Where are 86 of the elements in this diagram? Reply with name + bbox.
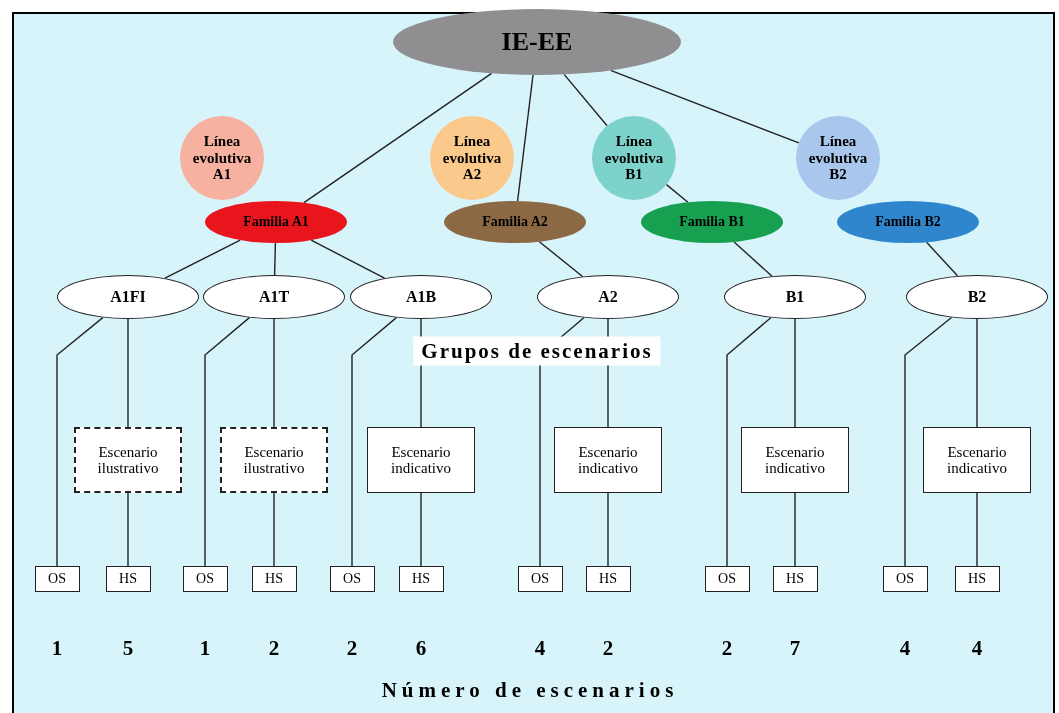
node-label: HS: [412, 571, 430, 587]
node-label: Escenario indicativo: [946, 443, 1008, 477]
node-label: Escenario indicativo: [390, 443, 452, 477]
count-value: 6: [415, 635, 427, 661]
scenario-box: [220, 427, 328, 493]
os-box: [329, 566, 375, 592]
connector-line: [925, 241, 959, 277]
hs-box: [954, 566, 1000, 592]
os-box: [704, 566, 750, 592]
connector-line: [127, 318, 129, 428]
count-value: 2: [346, 635, 358, 661]
node-label: A1FI: [110, 288, 146, 306]
node-label: OS: [196, 571, 214, 587]
connector-line: [420, 492, 422, 567]
scenario-box: [923, 427, 1031, 493]
hs-box: [772, 566, 818, 592]
hs-box: [585, 566, 631, 592]
connector-line: [794, 492, 796, 567]
connector-line: [794, 318, 796, 428]
axis-caption: Número de escenarios: [381, 677, 679, 703]
node-label: Escenario indicativo: [764, 443, 826, 477]
count-value: 1: [199, 635, 211, 661]
node-label: Familia A2: [482, 214, 548, 230]
node-label: A1T: [258, 288, 290, 306]
connector-line: [607, 492, 609, 567]
node-label: B1: [785, 288, 805, 306]
os-box: [517, 566, 563, 592]
connector-line: [273, 492, 275, 567]
connector-line: [665, 183, 689, 203]
node-label: Escenario ilustrativo: [96, 443, 160, 477]
node-label: HS: [968, 571, 986, 587]
connector-line: [726, 317, 772, 567]
node-label: IE-EE: [501, 27, 573, 57]
node-label: Familia B2: [875, 214, 941, 230]
node-label: Escenario ilustrativo: [242, 443, 306, 477]
node-label: OS: [531, 571, 549, 587]
hs-box: [398, 566, 444, 592]
node-label: Escenario indicativo: [577, 443, 639, 477]
node-label: OS: [48, 571, 66, 587]
connector-line: [976, 318, 978, 428]
section-heading: Grupos de escenarios: [413, 336, 661, 366]
node-label: HS: [599, 571, 617, 587]
connector-line: [516, 74, 534, 202]
node-label: Familia B1: [679, 214, 745, 230]
scenario-box: [554, 427, 662, 493]
node-label: Línea evolutiva B1: [603, 133, 665, 183]
connector-line: [273, 242, 277, 276]
count-value: 4: [971, 635, 983, 661]
hs-box: [105, 566, 151, 592]
connector-line: [127, 492, 129, 567]
node-label: Línea evolutiva A1: [191, 133, 253, 183]
hs-box: [251, 566, 297, 592]
count-value: 4: [534, 635, 546, 661]
connector-line: [976, 492, 978, 567]
node-label: HS: [119, 571, 137, 587]
count-value: 5: [122, 635, 134, 661]
node-label: OS: [343, 571, 361, 587]
node-label: HS: [265, 571, 283, 587]
connector-line: [273, 318, 275, 428]
count-value: 4: [899, 635, 911, 661]
node-label: OS: [718, 571, 736, 587]
count-value: 2: [268, 635, 280, 661]
node-label: Familia A1: [243, 214, 309, 230]
connector-line: [303, 72, 493, 204]
node-label: B2: [967, 288, 987, 306]
node-label: HS: [786, 571, 804, 587]
count-value: 2: [602, 635, 614, 661]
os-box: [34, 566, 80, 592]
node-label: Línea evolutiva A2: [441, 133, 503, 183]
count-value: 2: [721, 635, 733, 661]
scenario-box: [367, 427, 475, 493]
node-label: Línea evolutiva B2: [807, 133, 869, 183]
connector-line: [609, 69, 800, 144]
connector-line: [310, 239, 386, 279]
node-label: OS: [896, 571, 914, 587]
node-label: A1B: [405, 288, 437, 306]
count-value: 7: [789, 635, 801, 661]
connector-line: [563, 73, 608, 127]
os-box: [882, 566, 928, 592]
connector-line: [164, 239, 241, 279]
connector-line: [733, 241, 773, 277]
scenario-box: [74, 427, 182, 493]
os-box: [182, 566, 228, 592]
count-value: 1: [51, 635, 63, 661]
scenario-box: [741, 427, 849, 493]
node-label: A2: [598, 288, 618, 306]
